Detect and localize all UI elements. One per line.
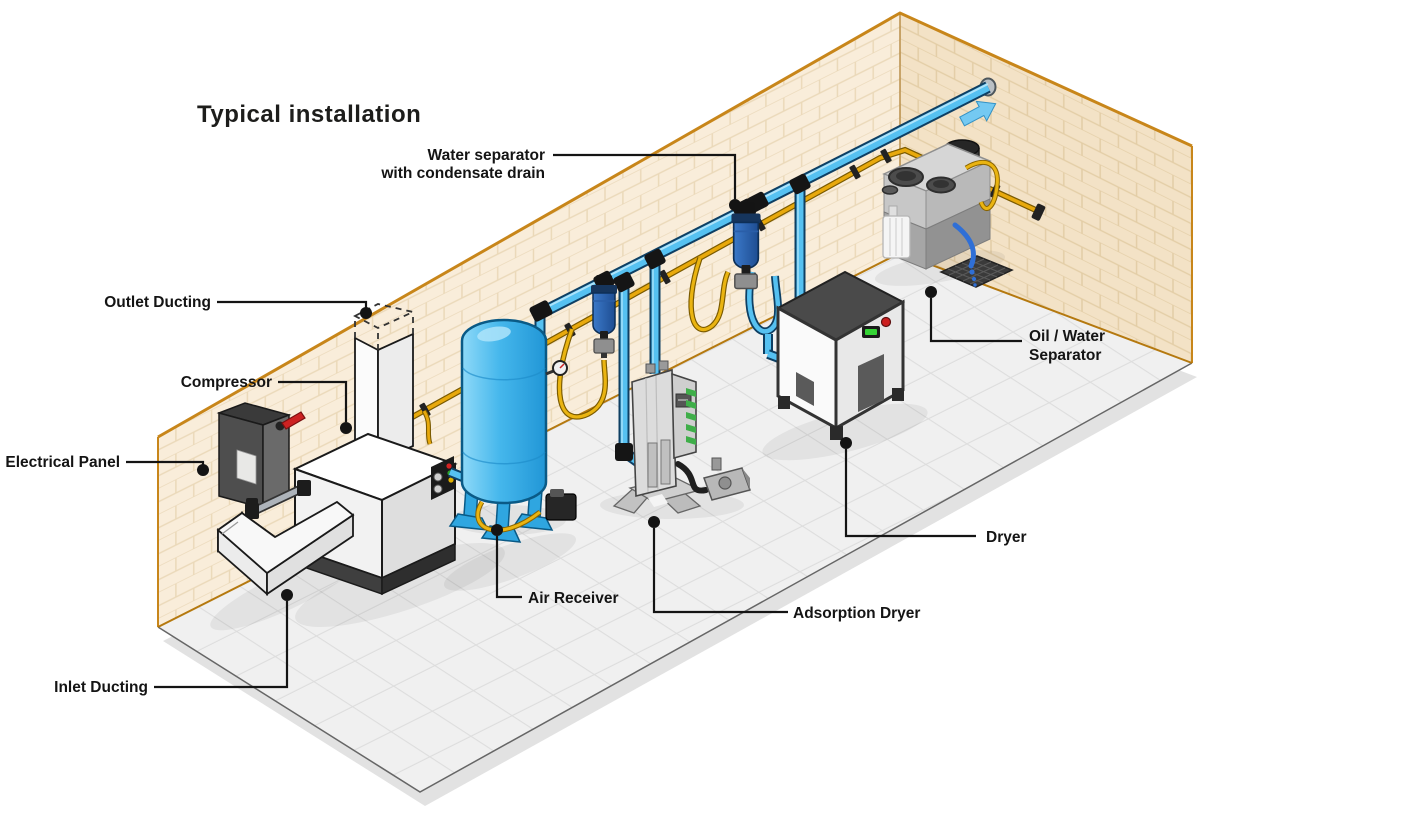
leader-compressor <box>278 380 352 434</box>
compressor-control-panel <box>431 456 454 500</box>
oil-collection-container <box>882 205 911 259</box>
condensate-pump <box>475 489 577 533</box>
label-outlet-ducting: Outlet Ducting <box>104 294 211 311</box>
label-adsorption-dryer: Adsorption Dryer <box>793 605 920 622</box>
page-title: Typical installation <box>197 101 421 128</box>
refrigerated-dryer <box>775 270 906 440</box>
leader-electrical-panel <box>126 460 209 476</box>
condensate-drain-valve <box>593 338 615 354</box>
power-conduit <box>245 480 311 519</box>
leader-air-receiver <box>491 524 522 599</box>
label-electrical-panel: Electrical Panel <box>5 454 120 471</box>
flow-arrow-icon <box>959 100 997 127</box>
leader-adsorption-dryer <box>648 516 788 614</box>
drain-stream <box>952 222 977 287</box>
callouts: Typical installation Water separator wit… <box>5 101 1105 696</box>
label-dryer: Dryer <box>986 529 1027 546</box>
dryer-vent-right <box>858 354 884 412</box>
conduit-end-cap <box>1031 203 1046 221</box>
label-inlet-ducting: Inlet Ducting <box>54 679 148 696</box>
oil-water-separator <box>881 139 1014 288</box>
label-oil-water-separator: Oil / Water <box>1029 328 1105 345</box>
leader-dryer <box>840 437 976 538</box>
floor <box>158 253 1192 792</box>
leader-inlet-ducting <box>154 589 293 689</box>
adsorption-dryer <box>612 360 751 514</box>
label-air-receiver: Air Receiver <box>528 590 618 607</box>
inlet-duct <box>216 500 355 596</box>
air-receiver-tank <box>448 318 568 543</box>
electrical-panel <box>216 402 306 510</box>
condensate-drain <box>734 273 758 290</box>
water-separator-unit <box>731 202 761 290</box>
dryer-display <box>862 316 892 338</box>
label-water-separator-2: with condensate drain <box>380 165 545 182</box>
label-compressor: Compressor <box>181 374 272 391</box>
wall-edge-top <box>157 11 1193 439</box>
inline-filter <box>591 275 617 358</box>
label-water-separator: Water separator <box>428 147 545 164</box>
panel-label-sticker <box>236 449 257 485</box>
outlet-duct <box>353 303 416 464</box>
dryer-vent-left <box>796 372 814 406</box>
duct-cutoff-dashes <box>353 303 416 350</box>
green-stripes <box>686 388 696 445</box>
panel-switch-handle <box>281 411 306 430</box>
leader-oil-water-separator <box>925 286 1022 343</box>
pressure-gauge <box>545 360 568 376</box>
main-air-pipe <box>529 77 997 467</box>
leader-outlet-ducting <box>217 300 372 319</box>
blower-unit <box>703 457 751 501</box>
leader-water-separator <box>553 153 741 211</box>
label-oil-water-separator-2: Separator <box>1029 347 1101 364</box>
